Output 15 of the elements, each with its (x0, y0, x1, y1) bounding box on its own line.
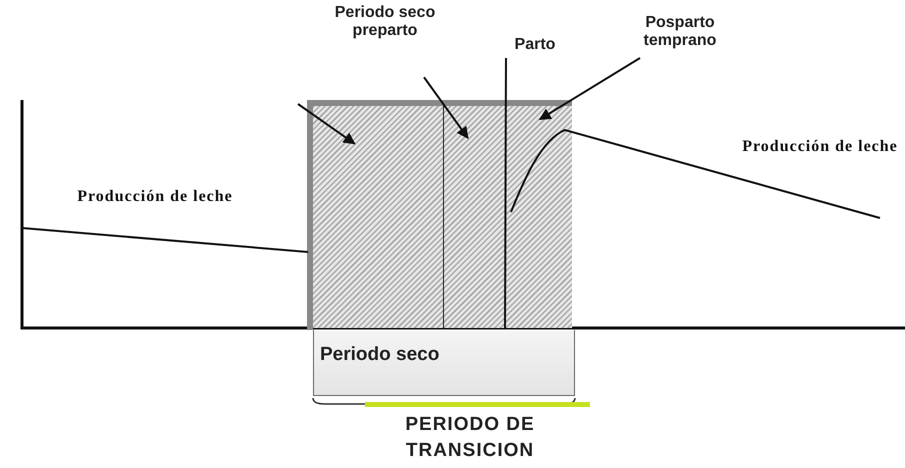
arrow (297, 103, 356, 145)
stage-label: Periodo seco preparto (320, 4, 450, 78)
milk-production-label: Producción de leche (741, 138, 899, 156)
period-label: Periodo seco (320, 344, 440, 366)
hatched-period-block (443, 106, 505, 328)
leader-line (504, 58, 507, 328)
stage-label: Posparto temprano (620, 14, 740, 58)
period-title: PERIODO DE TRANSICION (404, 413, 536, 463)
period-box (313, 330, 575, 396)
milk-production-label: Producción de leche (76, 188, 234, 206)
hatched-period-block (505, 106, 572, 328)
arrow (538, 57, 641, 120)
arrow (423, 76, 469, 139)
hatched-period-block (313, 106, 443, 328)
stage-label: Parto (495, 36, 575, 58)
